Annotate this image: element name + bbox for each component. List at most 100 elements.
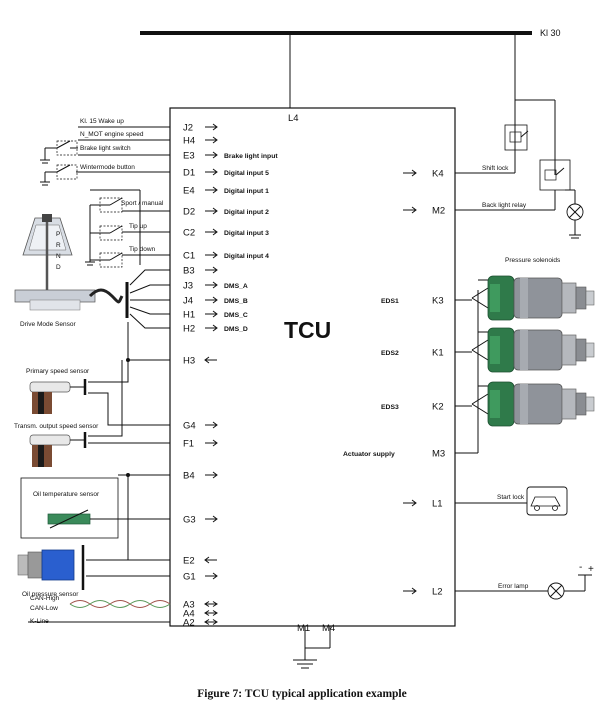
arrow-head-d2 xyxy=(212,207,218,215)
oil-temperature-sensor xyxy=(47,509,91,529)
pin-m1: M1 xyxy=(297,623,310,634)
pin-m3: M3 xyxy=(432,449,445,460)
signal-c1: Digital input 4 xyxy=(224,253,269,260)
pin-k4: K4 xyxy=(432,169,444,180)
pin-g4: G4 xyxy=(183,421,196,432)
pin-l2: L2 xyxy=(432,587,443,598)
signal-d1: Digital input 5 xyxy=(224,170,269,177)
arrow-head-l2 xyxy=(411,587,417,595)
gear-d: D xyxy=(56,264,61,271)
sport-label: Sport / manual xyxy=(121,200,164,207)
pin-d2: D2 xyxy=(183,207,195,218)
pin-j4: J4 xyxy=(183,296,193,307)
pin-b4: B4 xyxy=(183,471,195,482)
pin-k3: K3 xyxy=(432,296,444,307)
pin-l4: L4 xyxy=(288,113,299,124)
arrow-head-f1 xyxy=(212,439,218,447)
arrow-head-h4 xyxy=(212,136,218,144)
kl30-label: Kl 30 xyxy=(540,28,561,38)
oiltemp-label: Oil temperature sensor xyxy=(33,491,100,498)
pin-m4: M4 xyxy=(322,623,335,634)
arrow-head-l-a2 xyxy=(204,619,210,625)
can-high-wire xyxy=(69,600,171,608)
pin-j3: J3 xyxy=(183,281,193,292)
pin-f1: F1 xyxy=(183,439,194,450)
arrow-head-h3 xyxy=(204,356,210,364)
signal-h1: DMS_C xyxy=(224,312,248,319)
pin-a2: A2 xyxy=(183,618,195,629)
can-low-wire xyxy=(69,600,171,608)
arrow-head-l1 xyxy=(411,499,417,507)
arrow-head-d1 xyxy=(212,168,218,176)
pin-e4: E4 xyxy=(183,186,195,197)
arrow-head-j3 xyxy=(212,281,218,289)
gear-n: N xyxy=(56,253,61,260)
signal-j3: DMS_A xyxy=(224,283,248,290)
pressure-label: Pressure solenoids xyxy=(505,257,561,264)
pin-d1: D1 xyxy=(183,168,195,179)
errorlamp-label: Error lamp xyxy=(498,583,529,590)
nmot-label: N_MOT engine speed xyxy=(80,131,144,138)
pin-a4: A4 xyxy=(183,609,195,620)
pin-j2: J2 xyxy=(183,123,193,134)
backlight-label: Back light relay xyxy=(482,202,527,209)
wintermode-label: Wintermode button xyxy=(80,164,135,171)
arrow-head-r-a2 xyxy=(212,619,218,625)
tipdown-label: Tip down xyxy=(129,246,156,253)
tip-up-switch xyxy=(90,225,170,241)
pin-e3: E3 xyxy=(183,151,195,162)
arrow-head-c2 xyxy=(212,228,218,236)
pin-e2: E2 xyxy=(183,556,195,567)
gear-p: P xyxy=(56,231,60,238)
transm-label: Transm. output speed sensor xyxy=(14,423,99,430)
pin-b3: B3 xyxy=(183,266,195,277)
oil-pressure-sensor xyxy=(17,545,85,590)
shift-lock-relay xyxy=(504,124,529,173)
pin-c1: C1 xyxy=(183,251,195,262)
brake-switch-label: Brake light switch xyxy=(80,145,131,152)
arrow-head-r-a3 xyxy=(212,601,218,607)
tipup-label: Tip up xyxy=(129,223,147,230)
startlock-label: Start lock xyxy=(497,494,525,501)
arrow-head-h2 xyxy=(212,324,218,332)
signal-k1: EDS2 xyxy=(381,350,399,357)
arrow-head-c1 xyxy=(212,251,218,259)
can-low-label: CAN-Low xyxy=(30,605,58,612)
primary-speed-sensor xyxy=(29,379,87,414)
battery-plus: + xyxy=(588,564,594,575)
dms-label: Drive Mode Sensor xyxy=(20,321,76,328)
arrow-head-l-a4 xyxy=(204,610,210,616)
gear-r: R xyxy=(56,242,61,249)
back-light-relay xyxy=(539,159,584,239)
pin-h4: H4 xyxy=(183,136,195,147)
wintermode-button xyxy=(40,164,170,186)
brake-light-switch xyxy=(40,140,170,164)
signal-j4: DMS_B xyxy=(224,298,248,305)
pin-h2: H2 xyxy=(183,324,195,335)
arrow-head-r-a4 xyxy=(212,610,218,616)
ground-icon xyxy=(293,659,317,669)
arrow-head-k4 xyxy=(411,169,417,177)
pin-a3: A3 xyxy=(183,600,195,611)
shiftlock-label: Shift lock xyxy=(482,165,509,172)
arrow-head-g3 xyxy=(212,515,218,523)
arrow-head-e4 xyxy=(212,186,218,194)
signal-h2: DMS_D xyxy=(224,326,248,333)
signal-e4: Digital input 1 xyxy=(224,188,269,195)
arrow-head-j2 xyxy=(212,123,218,131)
primary-label: Primary speed sensor xyxy=(26,368,90,375)
arrow-head-b4 xyxy=(212,471,218,479)
pin-c2: C2 xyxy=(183,228,195,239)
pin-h3: H3 xyxy=(183,356,195,367)
arrow-head-e2 xyxy=(204,556,210,564)
transm-output-speed-sensor xyxy=(29,432,87,467)
pressure-solenoid xyxy=(471,327,595,373)
can-high-label: CAN-High xyxy=(30,595,60,602)
drive-mode-selector: P R N D xyxy=(14,214,124,311)
pin-l1: L1 xyxy=(432,499,443,510)
pressure-solenoid xyxy=(471,275,595,321)
arrow-head-g4 xyxy=(212,421,218,429)
signal-d2: Digital input 2 xyxy=(224,209,269,216)
